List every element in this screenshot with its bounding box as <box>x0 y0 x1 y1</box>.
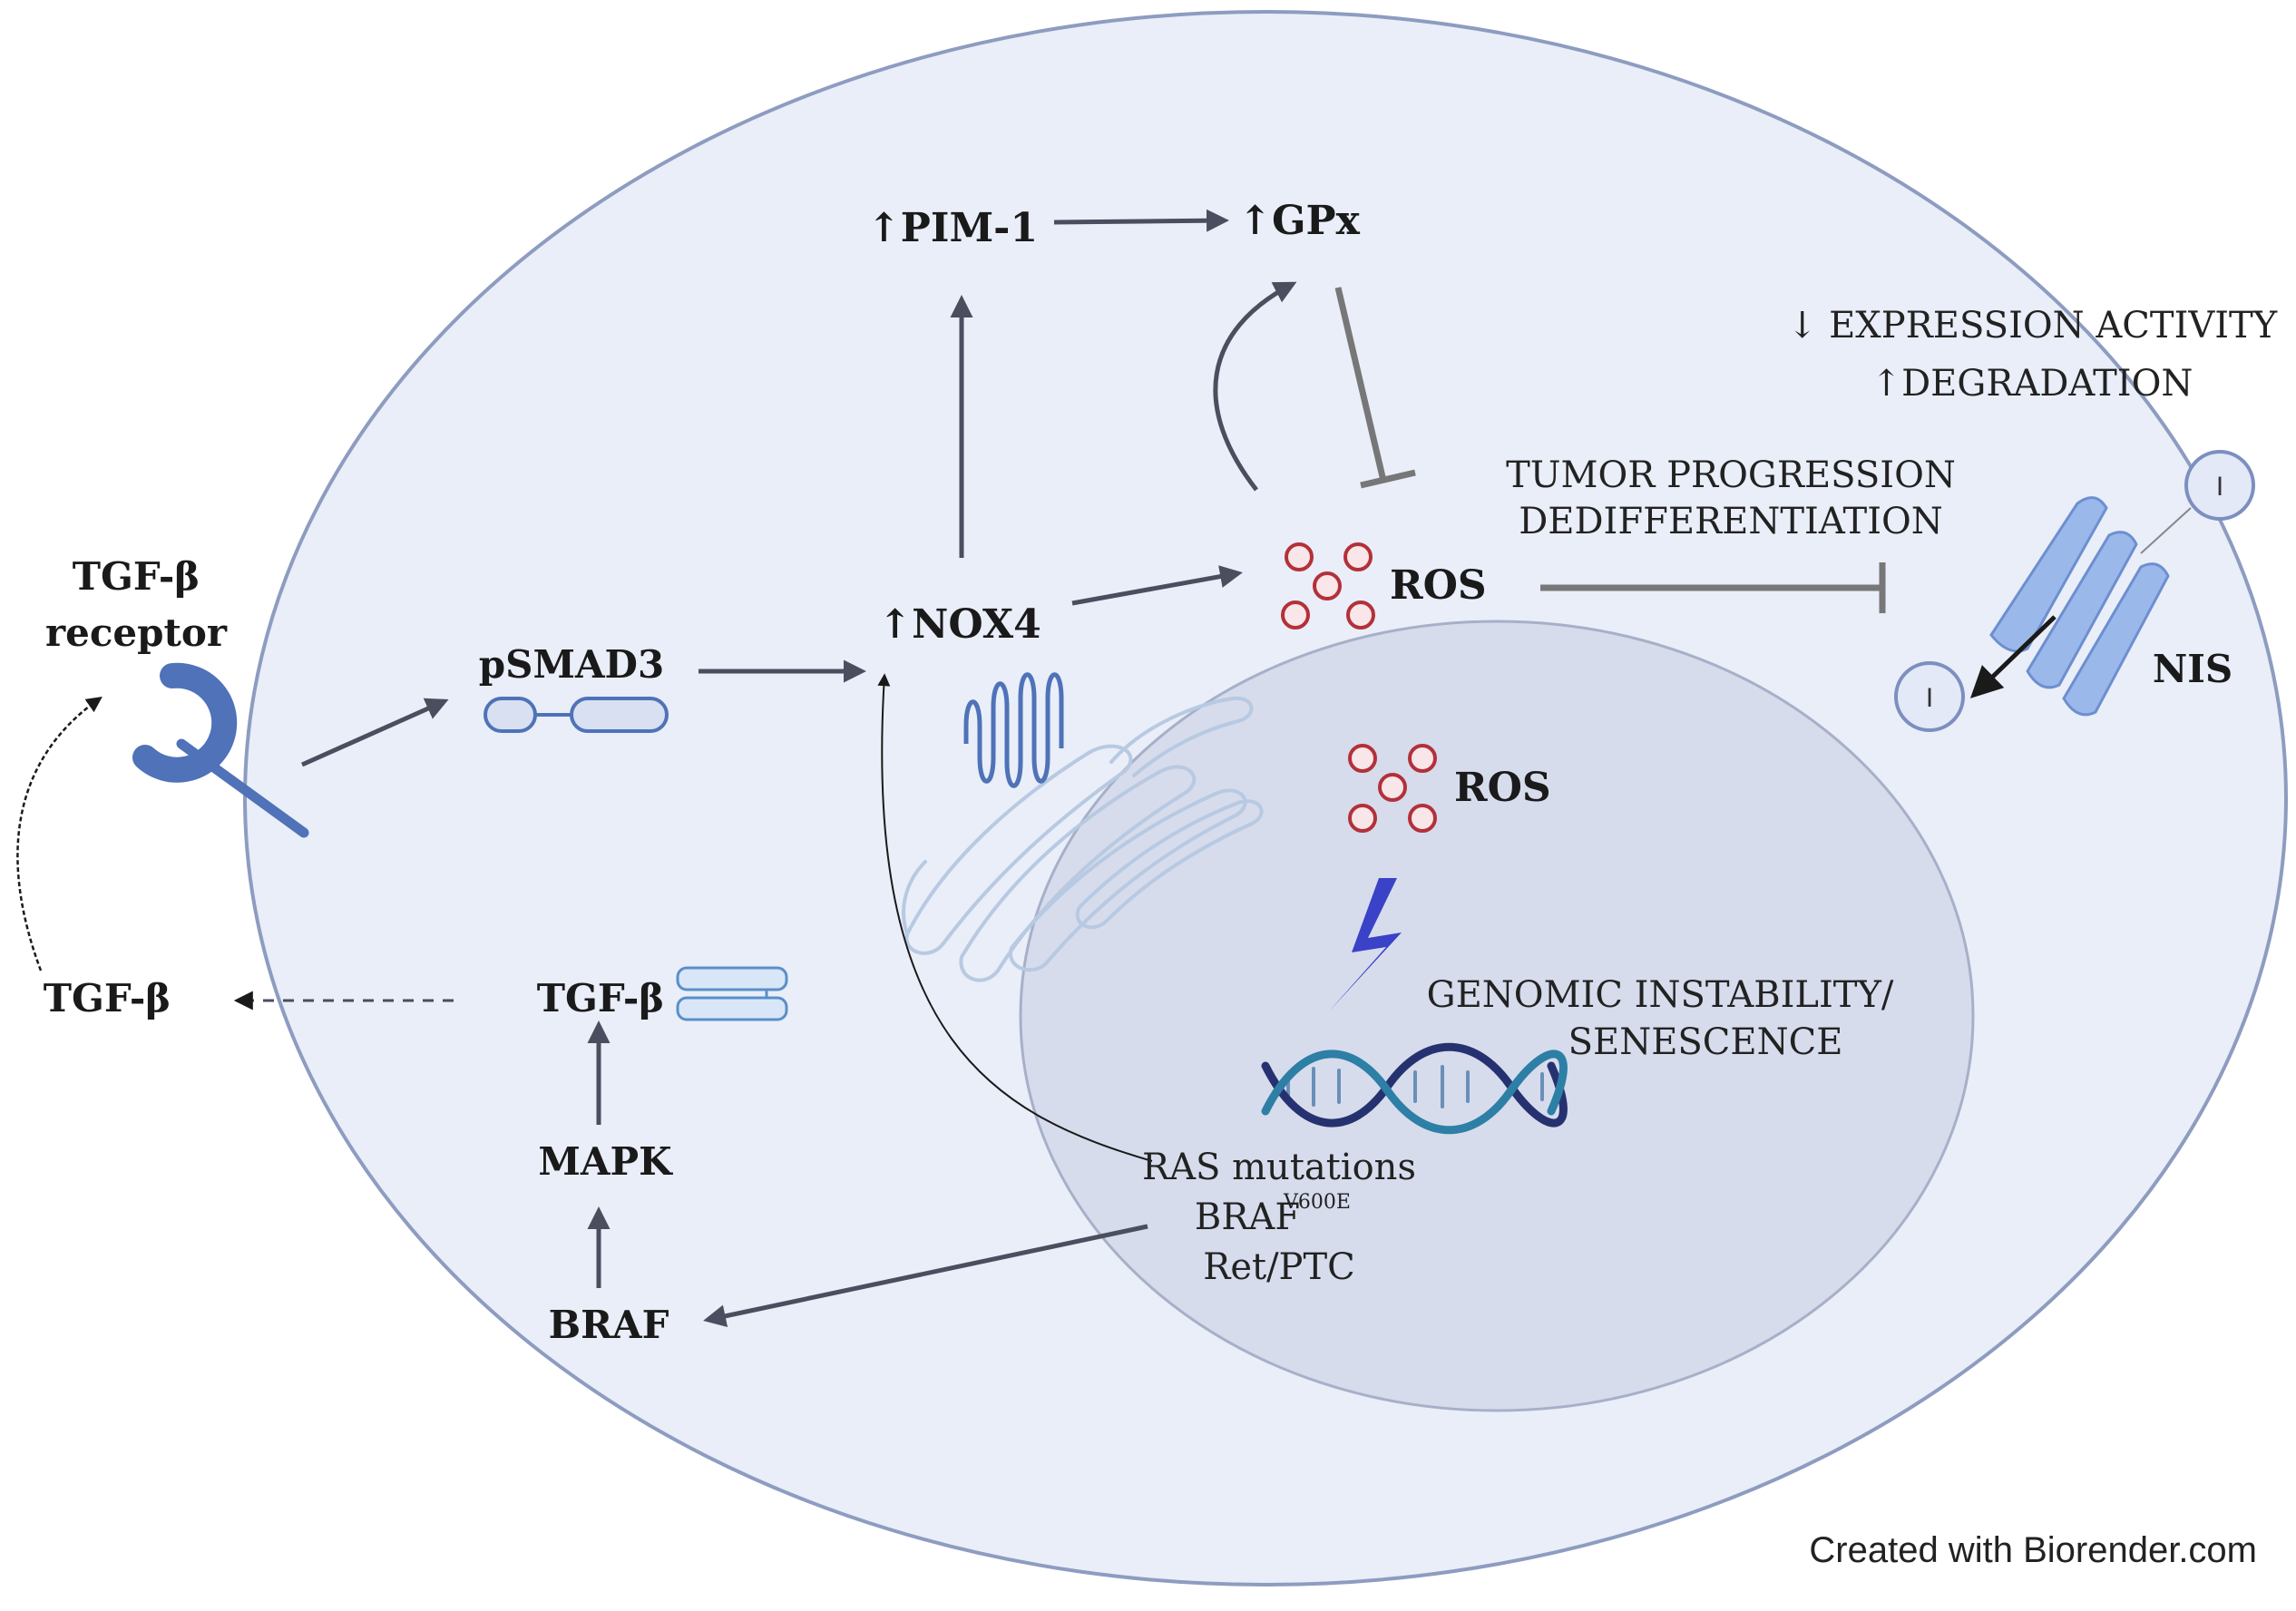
tgfb-extracellular-label: TGF-β <box>44 976 171 1020</box>
arrow-nis-iodide <box>1969 615 2057 698</box>
nucleus <box>1019 620 1975 1412</box>
inhibition-lines <box>1334 287 1886 613</box>
arrow-tgfb-to-receptor <box>16 696 103 971</box>
ros-nucleus-label: ROS <box>1454 765 1551 811</box>
iodide-ion-bottom <box>1894 661 1965 732</box>
nox4-protein-icon <box>963 672 1064 788</box>
nis-transporter-icon <box>1989 496 2170 717</box>
psmad3-protein-icon <box>484 697 669 733</box>
dedifferentiation-text: DEDIFFERENTIATION <box>1519 501 1943 542</box>
biorender-credit: Created with Biorender.com <box>1809 1530 2257 1570</box>
arrow-mutations-to-braf <box>703 1224 1148 1328</box>
expression-activity-text: ↓ EXPRESSION ACTIVITY <box>1787 305 2278 347</box>
nis-label: NIS <box>2153 647 2232 691</box>
lightning-icon <box>1329 878 1402 1011</box>
tgfb-intracellular-label: TGF-β <box>537 976 664 1020</box>
nox4-label: ↑NOX4 <box>878 601 1041 648</box>
tumor-progression-text: TUMOR PROGRESSION <box>1506 454 1956 496</box>
arrow-receptor-to-psmad3 <box>300 698 449 767</box>
ros-cytoplasm-label: ROS <box>1390 562 1487 609</box>
iodide-top-label: I <box>2216 472 2223 502</box>
braf-label: BRAF <box>549 1303 669 1347</box>
iodide-bottom-label: I <box>1926 683 1933 713</box>
arrow-mutations-to-nox4 <box>877 673 1153 1162</box>
tgfb-receptor-icon <box>132 662 309 838</box>
tgfb-ligand-icon <box>676 966 788 1021</box>
arrow-nox4-to-ros <box>1071 565 1243 606</box>
degradation-text: ↑DEGRADATION <box>1871 363 2193 405</box>
tgfb-receptor-label: TGF-β <box>73 554 200 599</box>
inhibit-gpx-ros <box>1334 287 1387 482</box>
iodide-ion-top <box>2140 450 2255 554</box>
endoplasmic-reticulum-icon <box>902 696 1264 982</box>
arrow-ros-to-gpx <box>1213 281 1297 492</box>
pim1-label: ↑PIM-1 <box>867 205 1038 251</box>
dna-helix-icon <box>1261 1042 1568 1135</box>
ros-cluster-cytoplasm <box>1281 542 1375 630</box>
braf-v600e-text: BRAF <box>1195 1196 1300 1238</box>
ras-mutations-text: RAS mutations <box>1142 1147 1416 1188</box>
tgfb-receptor-label-2: receptor <box>45 610 228 655</box>
senescence-text: SENESCENCE <box>1568 1021 1843 1063</box>
braf-v600e-superscript: V600E <box>1283 1191 1351 1214</box>
arrow-pim1-to-gpx <box>1053 209 1229 232</box>
thin-arrows <box>16 615 2057 1162</box>
ros-cluster-nucleus <box>1348 744 1437 833</box>
genomic-instability-text: GENOMIC INSTABILITY/ <box>1427 974 1894 1016</box>
pathway-arrows <box>300 209 1297 1328</box>
mapk-label: MAPK <box>538 1139 673 1184</box>
gpx-label: ↑GPx <box>1238 198 1361 244</box>
psmad3-label: pSMAD3 <box>479 642 664 687</box>
ret-ptc-text: Ret/PTC <box>1203 1246 1355 1288</box>
